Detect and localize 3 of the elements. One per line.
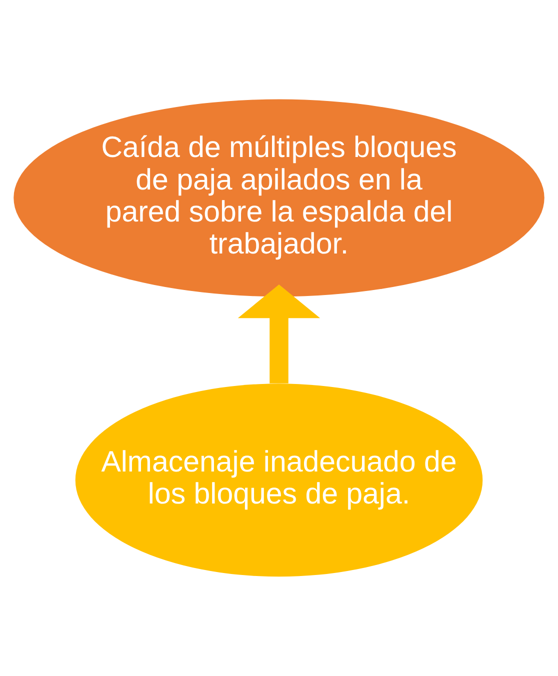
arrow — [238, 284, 320, 384]
node-ellipse: Almacenaje inadecuado de los bloques de paja. — [75, 384, 483, 577]
node-ellipse: Caída de múltiples bloques de paja apilados en la pared sobre la espalda del trabajador. — [14, 99, 544, 297]
